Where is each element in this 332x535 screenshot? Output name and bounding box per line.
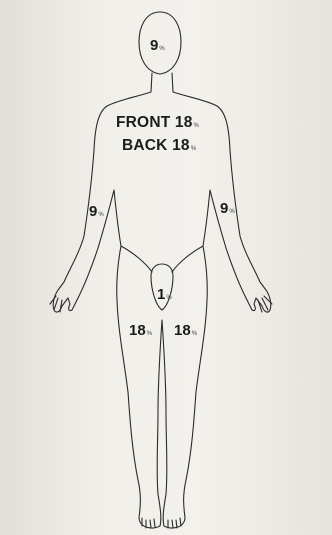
left-leg-percentage-value: 18 (174, 322, 191, 339)
hand-fingers (50, 296, 62, 312)
right-arm-percentage-value: 9 (89, 203, 97, 220)
right-leg-percentage-label: 18% (129, 323, 152, 339)
percent-sign: % (191, 146, 196, 152)
right-arm-percentage-label: 9% (89, 204, 104, 220)
left-arm-percentage-value: 9 (220, 200, 228, 217)
front-torso-percentage-value: FRONT 18 (116, 114, 193, 131)
percent-sign: % (192, 331, 197, 337)
percent-sign: % (229, 209, 234, 215)
pelvis-line (121, 246, 152, 272)
percent-sign: % (98, 212, 103, 218)
back-torso-percentage-label: BACK 18% (122, 138, 196, 154)
left-leg-percentage-label: 18% (174, 323, 197, 339)
front-torso-percentage-label: FRONT 18% (116, 115, 199, 131)
left-arm-percentage-label: 9% (220, 201, 235, 217)
head-percentage-label: 9% (150, 38, 165, 54)
percent-sign: % (147, 331, 152, 337)
right-leg-percentage-value: 18 (129, 322, 146, 339)
genitalia-percentage-value: 1 (157, 286, 165, 303)
back-torso-percentage-value: BACK 18 (122, 137, 190, 154)
pelvis-line (172, 246, 203, 272)
head-percentage-value: 9 (150, 37, 158, 54)
genitalia-percentage-label: 1% (157, 287, 172, 303)
percent-sign: % (194, 123, 199, 129)
percent-sign: % (159, 46, 164, 52)
percent-sign: % (166, 295, 171, 301)
